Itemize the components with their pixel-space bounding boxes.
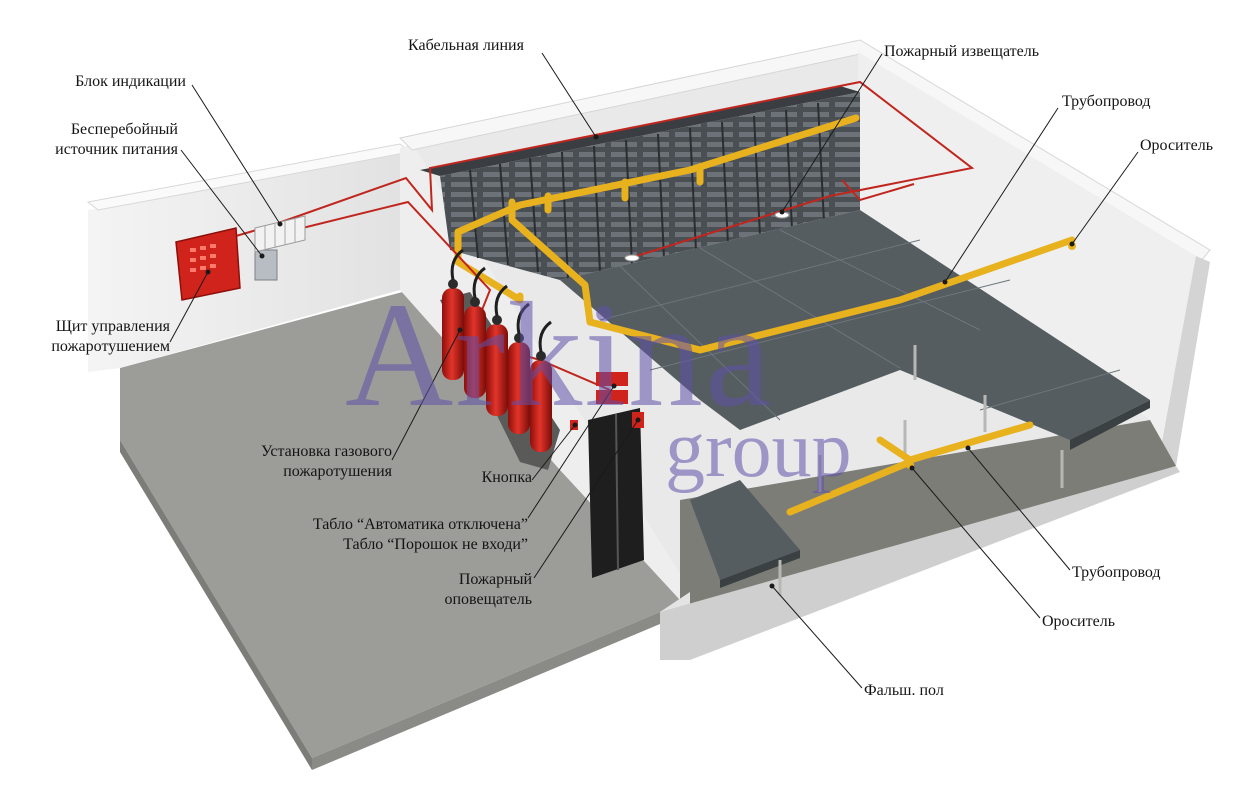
label-fire-detector: Пожарный извещатель — [884, 42, 1039, 62]
left-room-floor — [120, 290, 680, 758]
label-signs: Табло “Автоматика отключена” Табло “Поро… — [270, 515, 528, 555]
fire-detector-2 — [624, 254, 640, 262]
false-floor-step-edge — [720, 550, 800, 588]
gas-extinguishing-cylinders — [440, 248, 560, 470]
label-gas-installation-line1: Установка газового — [260, 443, 392, 460]
server-racks — [420, 86, 860, 281]
label-pipeline-top: Трубопровод — [1062, 92, 1151, 112]
cylinder-2 — [464, 297, 486, 398]
leader-pipeline-top — [944, 107, 1059, 283]
label-control-panel-line2: пожаротушением — [51, 338, 170, 355]
label-sprinkler-top: Ороситель — [1140, 136, 1213, 156]
label-control-panel: Щит управления пожаротушением — [20, 317, 170, 357]
label-ups: Бесперебойный источник питания — [20, 120, 178, 160]
floor-tile-grid — [599, 229, 1121, 421]
rack-dividers — [469, 102, 825, 281]
leader-control-panel — [169, 271, 209, 343]
label-indication-block-text: Блок индикации — [75, 73, 186, 90]
label-gas-installation-line2: пожаротушения — [283, 463, 392, 480]
warning-sign-2 — [596, 390, 628, 404]
cylinder-1 — [442, 279, 464, 380]
label-fire-alarm-line2: оповещатель — [444, 591, 532, 608]
wall-equipment — [175, 215, 306, 301]
rack-row-top — [420, 86, 860, 176]
leader-lines — [169, 52, 1139, 689]
door — [588, 408, 644, 578]
indication-block-cells — [264, 219, 296, 250]
cable-main — [235, 80, 975, 259]
left-room-floor-edge — [120, 440, 312, 770]
label-control-panel-line1: Щит управления — [55, 318, 170, 335]
leader-gas-installation — [391, 329, 461, 461]
leader-sign — [527, 385, 615, 519]
label-cable-line: Кабельная линия — [408, 36, 524, 56]
leader-pipeline-bottom — [967, 447, 1071, 571]
control-panel — [175, 227, 241, 301]
cylinder-3 — [486, 315, 508, 416]
leader-dots — [205, 134, 1075, 589]
label-false-floor: Фальш. пол — [864, 681, 944, 701]
label-sprinkler-bottom-text: Ороситель — [1042, 613, 1115, 630]
indication-block — [254, 215, 306, 253]
label-pipeline-bottom: Трубопровод — [1072, 563, 1161, 583]
label-ups-line1: Бесперебойный — [70, 121, 178, 138]
label-fire-alarm: Пожарный оповещатель — [400, 570, 532, 610]
label-cable-line-text: Кабельная линия — [408, 37, 524, 54]
pipeline-top — [454, 114, 860, 236]
label-gas-installation: Установка газового пожаротушения — [230, 442, 392, 482]
server-room-front-base — [660, 466, 1180, 660]
pipeline-manifold — [454, 228, 524, 304]
false-floor — [560, 210, 1150, 596]
ups-unit — [254, 249, 278, 281]
pipeline-under-2 — [786, 458, 914, 516]
label-indication-block: Блок индикации — [40, 72, 186, 92]
server-room-right-wall — [858, 52, 1196, 450]
left-room-floor-front-edge — [312, 612, 660, 770]
cylinder-4 — [508, 333, 530, 434]
label-signs-line2: Табло “Порошок не входи” — [343, 536, 528, 553]
pipeline-riser — [508, 198, 594, 326]
label-button-text: Кнопка — [481, 469, 532, 486]
leader-fire-detector — [781, 53, 883, 213]
leader-cable-line — [541, 52, 597, 138]
false-floor-step — [690, 480, 800, 580]
server-room-right-wall-outer — [1160, 256, 1210, 466]
pipeline-mid — [586, 236, 1076, 354]
leader-sprinkler-top — [1071, 151, 1139, 245]
label-sprinkler-bottom: Ороситель — [1042, 612, 1115, 632]
leader-indication-block — [191, 84, 281, 225]
control-panel-indicators — [190, 244, 216, 272]
label-false-floor-text: Фальш. пол — [864, 682, 944, 699]
label-signs-line1: Табло “Автоматика отключена” — [312, 516, 528, 533]
false-floor-edge — [1070, 400, 1150, 450]
cable-drop — [841, 179, 915, 202]
label-fire-detector-text: Пожарный извещатель — [884, 43, 1040, 60]
label-fire-alarm-line1: Пожарный — [458, 571, 532, 588]
pipeline — [454, 114, 1076, 516]
cylinder-hoses — [450, 248, 552, 353]
leader-button — [531, 424, 576, 481]
floor-pedestals — [778, 345, 1064, 596]
false-floor-surface — [560, 210, 1150, 440]
leader-sprinkler-bottom — [911, 467, 1041, 619]
label-ups-line2: источник питания — [55, 141, 178, 158]
label-button: Кнопка — [440, 468, 532, 488]
leader-ups — [180, 149, 263, 257]
leader-false-floor — [771, 585, 863, 689]
label-pipeline-bottom-text: Трубопровод — [1072, 564, 1161, 581]
warning-sign-1 — [596, 372, 628, 386]
leader-alarm — [533, 419, 639, 579]
cylinder-5 — [530, 351, 552, 452]
label-pipeline-top-text: Трубопровод — [1062, 93, 1151, 110]
label-sprinkler-top-text: Ороситель — [1140, 137, 1213, 154]
